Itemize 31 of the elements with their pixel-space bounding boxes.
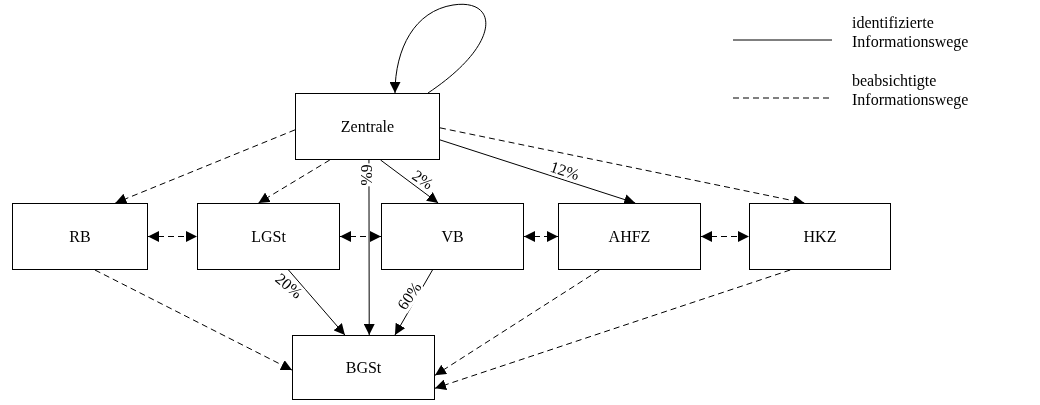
arrow	[94, 269, 293, 371]
box-label: HKZ	[803, 227, 837, 246]
process-box	[381, 203, 524, 270]
arrow	[288, 269, 346, 336]
legend-text: identifizierte Informationswege	[852, 13, 970, 52]
arrow	[389, 3, 486, 94]
arrow	[380, 159, 439, 204]
process-box	[295, 93, 440, 160]
box-label: Zentrale	[340, 117, 395, 136]
arrow	[434, 269, 791, 391]
arrow	[339, 231, 382, 242]
box-label: AHFZ	[608, 227, 651, 246]
box-label: BGSt	[345, 358, 382, 377]
arrow	[523, 231, 559, 242]
process-box	[197, 203, 340, 270]
arrow	[434, 269, 600, 376]
arrow	[363, 159, 375, 336]
box-label: RB	[69, 227, 91, 246]
process-box	[292, 335, 435, 400]
arrow	[439, 139, 636, 205]
process-box	[558, 203, 701, 270]
box-label: LGSt	[251, 227, 286, 246]
box-label: VB	[441, 227, 464, 246]
edge-label: 6%	[358, 163, 375, 187]
legend-text: beabsichtigte Informationswege	[852, 71, 970, 110]
arrow	[114, 129, 296, 204]
process-box	[749, 203, 891, 270]
process-box	[12, 203, 148, 270]
arrow	[700, 231, 750, 242]
arrow	[147, 231, 198, 242]
arrow	[258, 159, 331, 204]
